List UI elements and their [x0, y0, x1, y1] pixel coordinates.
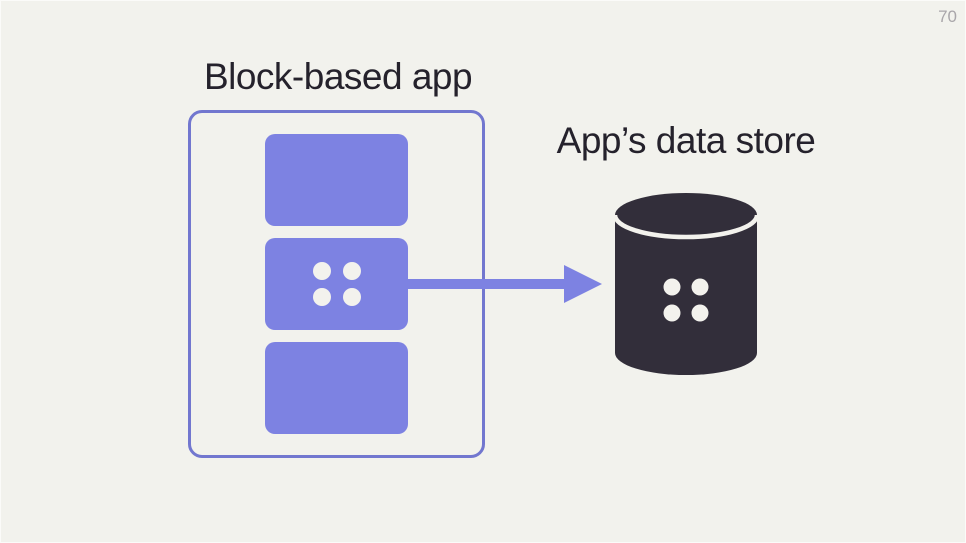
- dot: [312, 262, 331, 280]
- data-store-title: App’s data store: [556, 120, 816, 161]
- slide-page-number: 70: [938, 7, 957, 26]
- block-app-container: [188, 110, 485, 458]
- four-dots-icon: [663, 278, 709, 322]
- block-app-title: Block-based app: [203, 56, 473, 97]
- app-block-top: [265, 134, 408, 226]
- arrow-right-icon: [406, 265, 602, 303]
- dot: [342, 262, 361, 280]
- dot: [312, 288, 331, 306]
- app-block-bottom: [265, 342, 408, 434]
- dot: [342, 288, 361, 306]
- four-dots-icon: [312, 262, 361, 306]
- app-block-middle: [265, 238, 408, 330]
- database-cylinder-icon: [612, 193, 760, 375]
